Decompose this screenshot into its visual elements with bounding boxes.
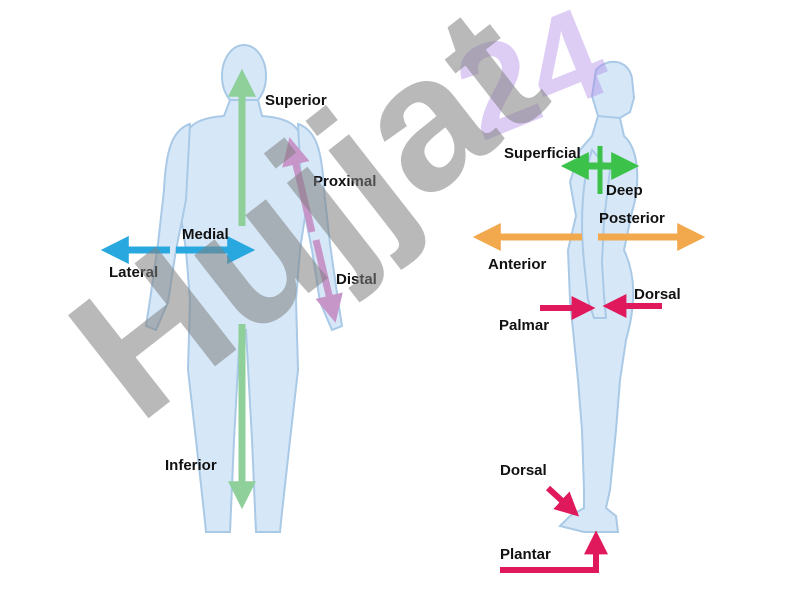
label-superficial: Superficial [504,145,581,162]
arrow-superficial-deep [560,146,640,194]
arrow-proximal-distal [282,137,343,323]
label-superior: Superior [265,92,327,109]
arrow-dorsal-foot [545,485,580,517]
front-figure [144,44,344,533]
label-dorsal-hand: Dorsal [634,286,681,303]
label-dorsal-foot: Dorsal [500,462,547,479]
label-inferior: Inferior [165,457,217,474]
label-anterior: Anterior [488,256,547,273]
label-proximal: Proximal [313,173,377,190]
label-palmar: Palmar [499,317,550,334]
arrow-plantar [500,530,608,573]
label-deep: Deep [606,182,643,199]
label-lateral: Lateral [109,264,159,281]
front-left-arm [296,122,344,332]
label-medial: Medial [182,226,229,243]
label-posterior: Posterior [599,210,665,227]
label-plantar: Plantar [500,546,551,563]
label-distal: Distal [336,271,377,288]
side-head [590,60,636,126]
front-right-arm [144,122,192,332]
side-figure [558,60,639,533]
